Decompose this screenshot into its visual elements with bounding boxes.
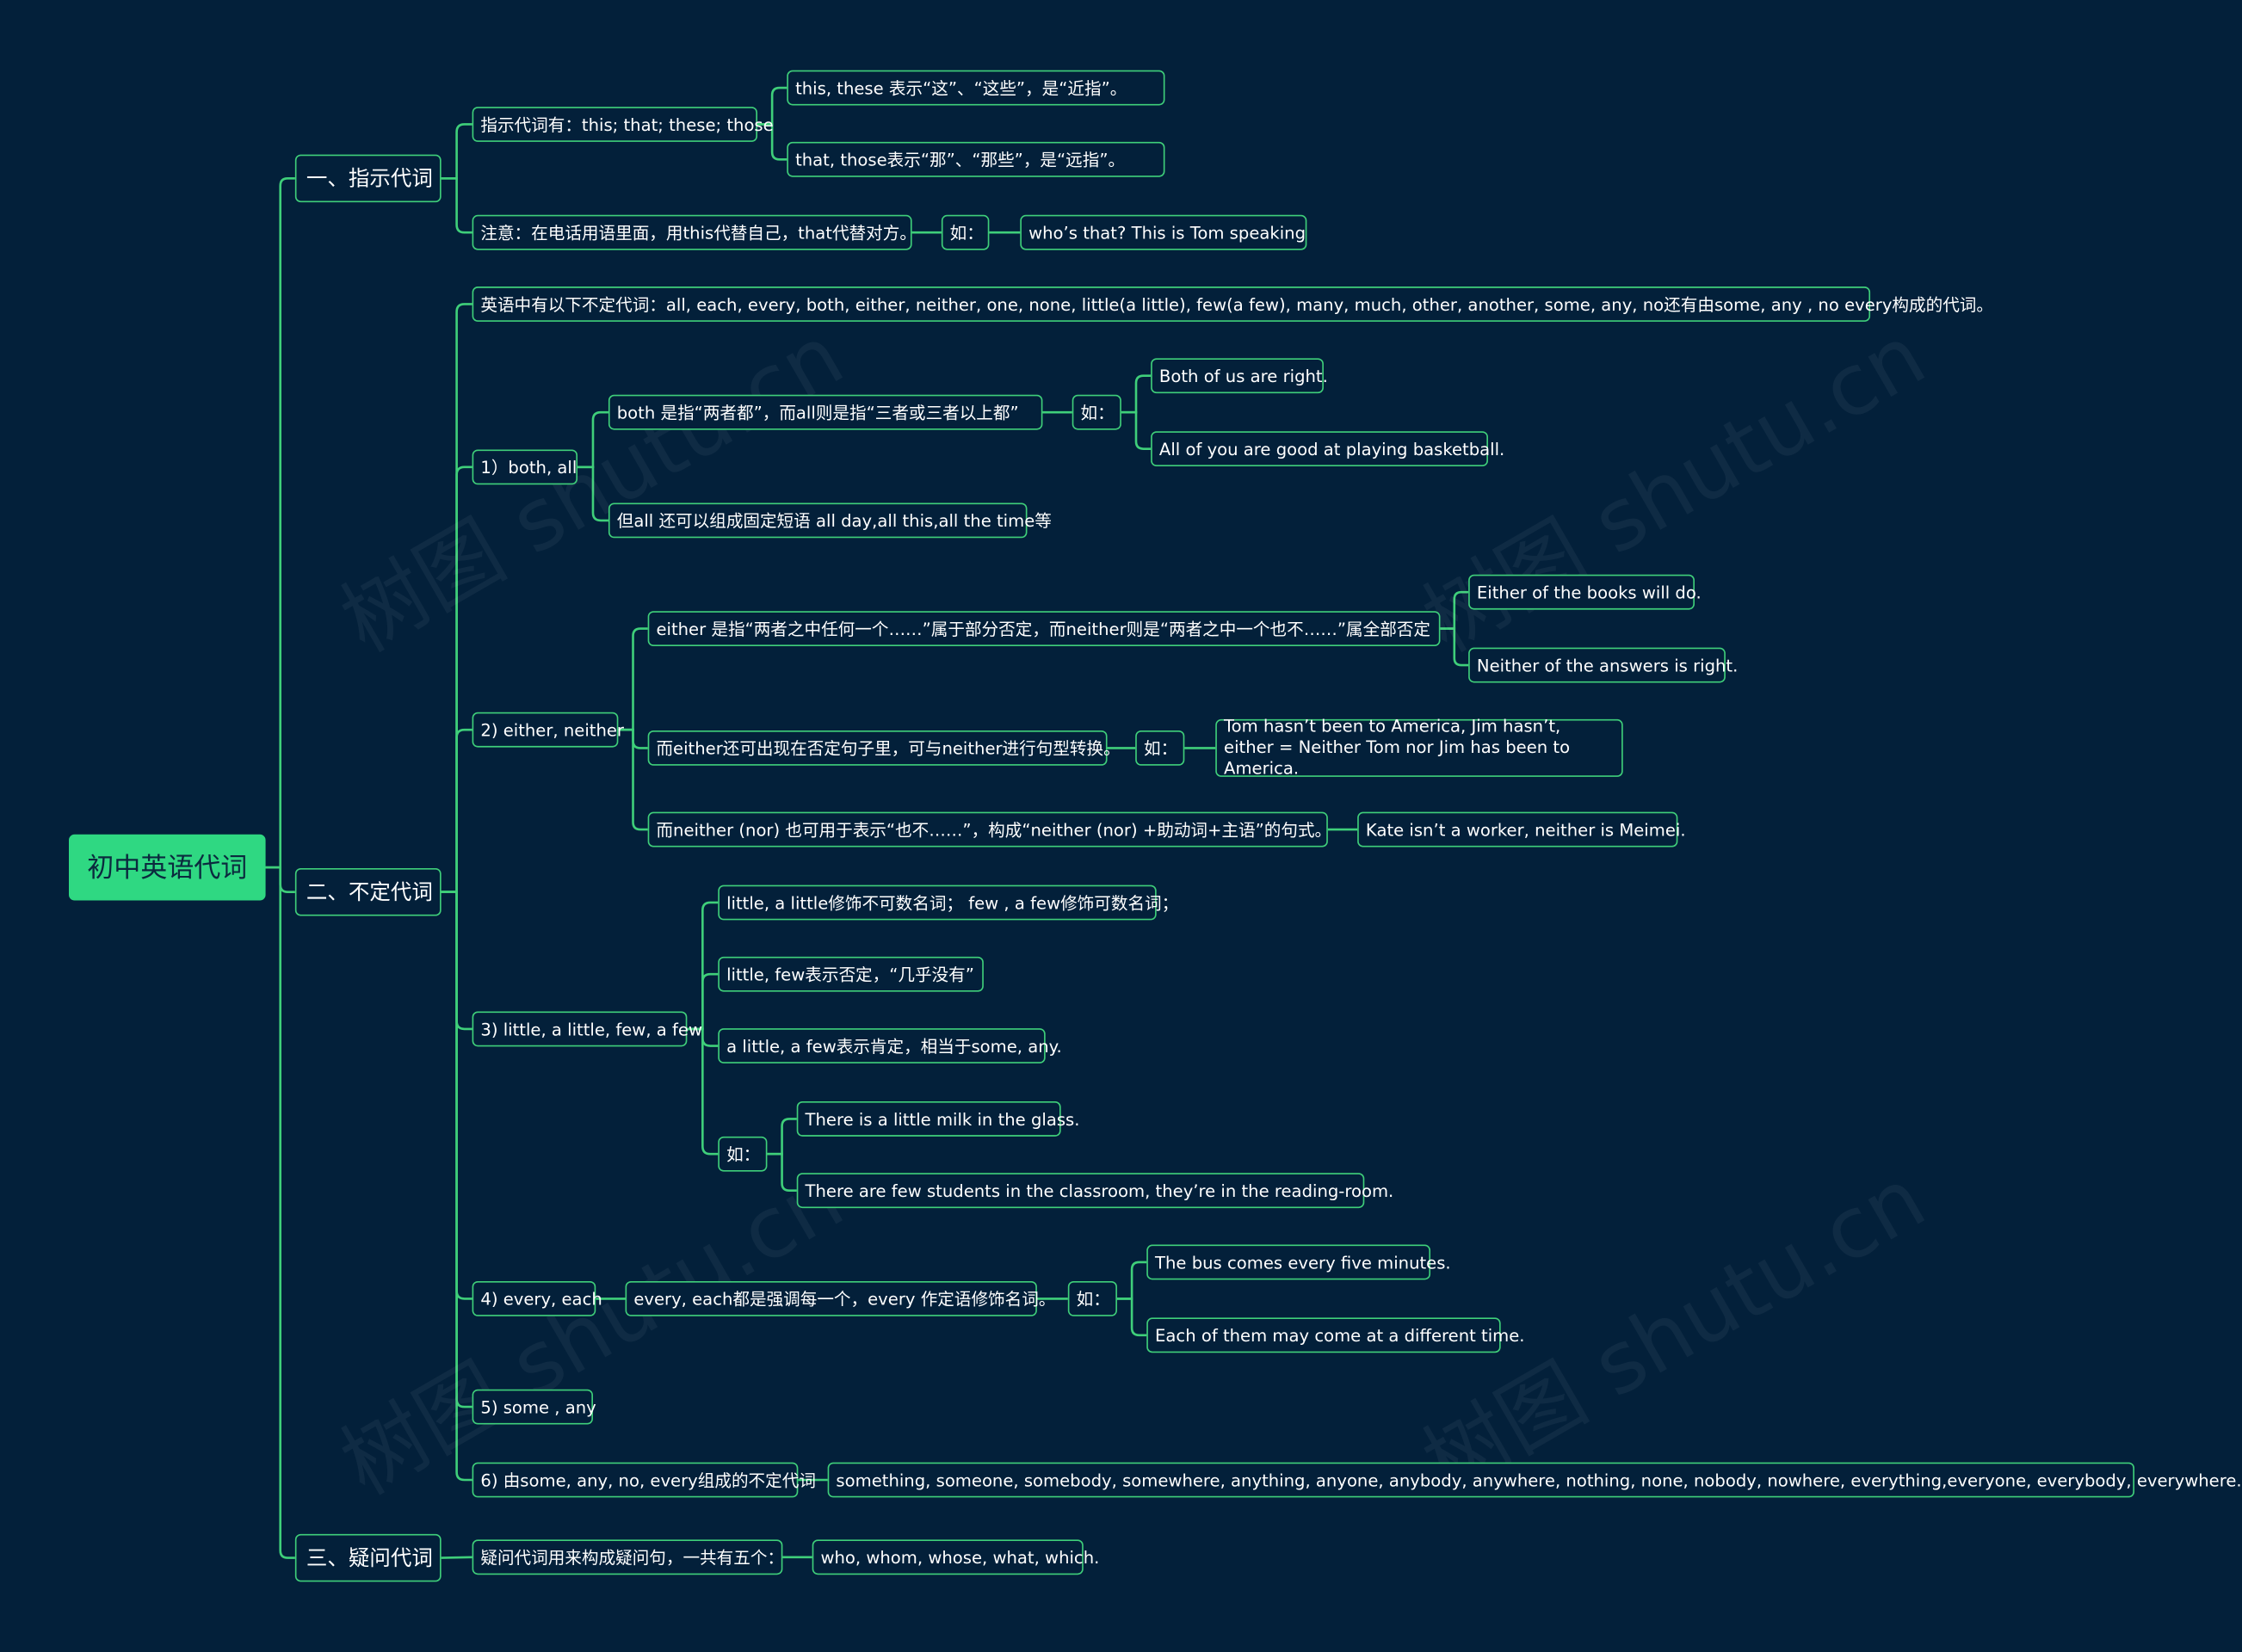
section-interrogative[interactable]: 三、疑问代词 bbox=[294, 1533, 442, 1582]
topic-node[interactable]: 而neither (nor) 也可用于表示“也不……”，构成“neither (… bbox=[647, 811, 1331, 848]
section-demonstrative[interactable]: 一、指示代词 bbox=[294, 154, 442, 203]
example-node[interactable]: Both of us are right. bbox=[1151, 358, 1328, 394]
example-node[interactable]: All of you are good at playing basketbal… bbox=[1151, 431, 1504, 467]
connector-line bbox=[441, 728, 472, 894]
topic-node[interactable]: this, these 表示“这”、“这些”，是“近指”。 bbox=[787, 70, 1165, 106]
connector-line bbox=[441, 123, 472, 180]
connector-line bbox=[265, 866, 295, 1559]
connector-line bbox=[767, 1118, 797, 1156]
section-indefinite[interactable]: 二、不定代词 bbox=[294, 867, 442, 916]
topic-node[interactable]: little, a little修饰不可数名词； few , a few修饰可数… bbox=[718, 885, 1178, 921]
root-topic[interactable]: 初中英语代词 bbox=[68, 834, 266, 901]
connector-line bbox=[757, 123, 787, 161]
connector-line bbox=[687, 972, 719, 1031]
topic-node[interactable]: every, each都是强调每一个，every 作定语修饰名词。 bbox=[625, 1280, 1055, 1316]
subtopic-both-all[interactable]: 1）both, all bbox=[472, 449, 578, 485]
example-node[interactable]: Neither of the answers is right. bbox=[1468, 647, 1738, 683]
connector-line bbox=[1440, 627, 1469, 667]
connector-line bbox=[1440, 590, 1469, 630]
connector-line bbox=[618, 627, 648, 731]
topic-node[interactable]: 指示代词有：this; that; these; those bbox=[472, 107, 774, 142]
topic-node[interactable]: 注意：在电话用语里面，用this代替自己，that代替对方。 bbox=[472, 214, 917, 250]
connector-line bbox=[441, 1556, 472, 1559]
connector-line bbox=[1116, 1261, 1147, 1300]
connector-line bbox=[687, 1027, 719, 1156]
topic-node[interactable]: 但all 还可以组成固定短语 all day,all this,all the … bbox=[608, 502, 1052, 539]
example-label[interactable]: 如： bbox=[1135, 730, 1185, 766]
example-node[interactable]: The bus comes every five minutes. bbox=[1146, 1244, 1451, 1280]
subtopic-little-few[interactable]: 3) little, a little, few, a few bbox=[472, 1011, 702, 1047]
connector-line bbox=[577, 465, 608, 522]
example-node[interactable]: who’s that? This is Tom speaking bbox=[1020, 214, 1307, 250]
example-node[interactable]: Tom hasn’t been to America, Jim hasn’t, … bbox=[1215, 717, 1623, 778]
subtopic-every-each[interactable]: 4) every, each bbox=[472, 1280, 602, 1316]
connector-line bbox=[757, 86, 787, 126]
example-node[interactable]: Either of the books will do. bbox=[1468, 574, 1702, 610]
connector-line bbox=[441, 303, 472, 894]
topic-node[interactable]: something, someone, somebody, somewhere,… bbox=[827, 1462, 2242, 1498]
subtopic-compound-pronouns[interactable]: 6) 由some, any, no, every组成的不定代词 bbox=[472, 1462, 816, 1498]
topic-node[interactable]: 而either还可出现在否定句子里，可与neither进行句型转换。 bbox=[647, 730, 1121, 766]
example-node[interactable]: There is a little milk in the glass. bbox=[796, 1100, 1079, 1137]
connector-line bbox=[441, 177, 472, 234]
connector-line bbox=[1121, 410, 1152, 450]
example-node[interactable]: Kate isn’t a worker, neither is Meimei. bbox=[1357, 811, 1686, 848]
connector-line bbox=[265, 177, 295, 869]
example-node[interactable]: There are few students in the classroom,… bbox=[796, 1173, 1393, 1209]
connector-line bbox=[618, 728, 648, 831]
topic-node[interactable]: both 是指“两者都”，而all则是指“三者或三者以上都” bbox=[608, 394, 1043, 430]
topic-node[interactable]: 疑问代词用来构成疑问句，一共有五个： bbox=[472, 1539, 784, 1575]
example-label[interactable]: 如： bbox=[1072, 394, 1121, 430]
connector-line bbox=[767, 1152, 797, 1192]
topic-node[interactable]: 英语中有以下不定代词：all, each, every, both, eithe… bbox=[472, 287, 1993, 322]
connector-line bbox=[1121, 374, 1152, 414]
connector-line bbox=[687, 901, 719, 1031]
topic-node[interactable]: a little, a few表示肯定，相当于some, any. bbox=[718, 1028, 1062, 1063]
subtopic-some-any[interactable]: 5) some , any bbox=[472, 1389, 596, 1425]
topic-node[interactable]: that, those表示“那”、“那些”，是“远指”。 bbox=[787, 141, 1165, 177]
connector-line bbox=[1116, 1298, 1147, 1337]
example-node[interactable]: Each of them may come at a different tim… bbox=[1146, 1317, 1525, 1353]
topic-node[interactable]: little, few表示否定，“几乎没有” bbox=[718, 956, 984, 992]
example-label[interactable]: 如： bbox=[1067, 1280, 1117, 1316]
connector-line bbox=[441, 465, 472, 894]
example-label[interactable]: 如： bbox=[941, 214, 990, 250]
connector-line bbox=[441, 891, 472, 1482]
example-node[interactable]: who, whom, whose, what, which. bbox=[812, 1539, 1099, 1575]
subtopic-either-neither[interactable]: 2) either, neither bbox=[472, 712, 624, 748]
example-label[interactable]: 如： bbox=[718, 1136, 768, 1172]
connector-line bbox=[577, 410, 608, 469]
topic-node[interactable]: either 是指“两者之中任何一个……”属于部分否定，而neither则是“两… bbox=[647, 611, 1441, 647]
